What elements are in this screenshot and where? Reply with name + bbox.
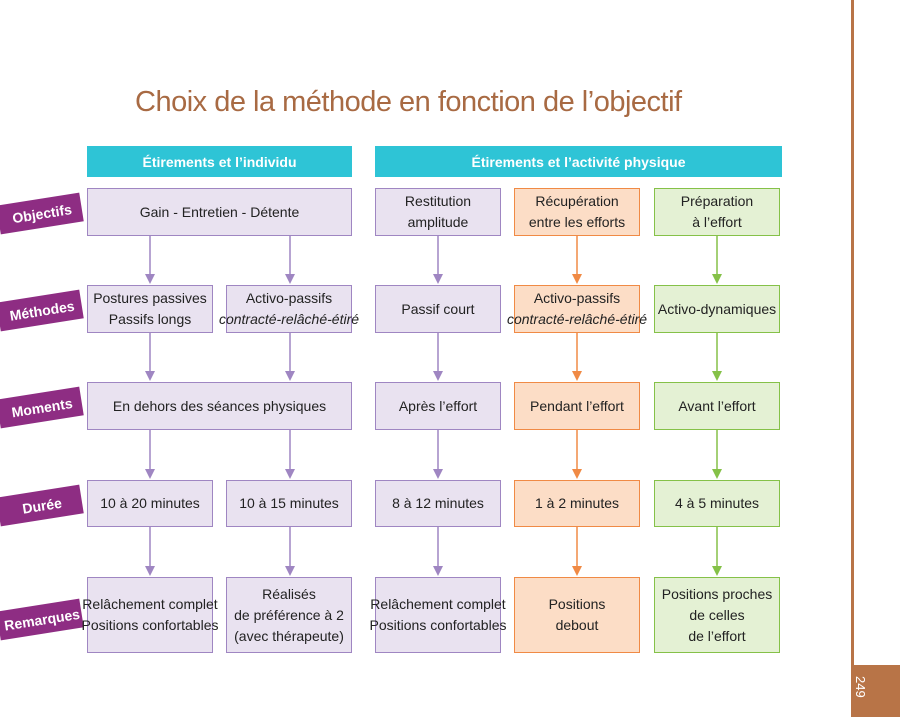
box-duree-4-5: 4 à 5 minutes <box>654 480 780 527</box>
box-remarque-positions-proches: Positions proches de celles de l’effort <box>654 577 780 653</box>
box-line: Pendant l’effort <box>530 397 624 414</box>
box-line: Gain - Entretien - Détente <box>139 203 300 220</box>
box-line: 8 à 12 minutes <box>392 495 484 511</box>
box-avant-effort: Avant l’effort <box>654 382 780 430</box>
box-line: Récupération <box>535 193 619 209</box>
box-duree-1-2: 1 à 2 minutes <box>514 480 640 527</box>
box-postures-passives: Postures passives Passifs longs <box>87 285 213 333</box>
box-en-dehors-des-seances: En dehors des séances physiques <box>87 382 352 430</box>
box-apres-effort: Après l’effort <box>375 382 501 430</box>
box-line: Positions <box>548 596 606 612</box>
box-line: Activo-passifs <box>533 290 621 306</box>
box-line: Activo-passifs <box>245 290 333 306</box>
box-line: Passifs longs <box>108 311 192 327</box>
box-gain-entretien-detente: Gain - Entretien - Détente <box>87 188 352 236</box>
box-line: 1 à 2 minutes <box>534 495 620 511</box>
box-remarque-realises: Réalisés de préférence à 2 (avec thérape… <box>226 577 352 653</box>
box-remarque-relachement-1: Relâchement complet Positions confortabl… <box>82 577 218 653</box>
box-line: 10 à 20 minutes <box>100 495 200 511</box>
box-remarque-positions-debout: Positions debout <box>514 577 640 653</box>
page-number-tab <box>851 665 900 717</box>
box-line: Relâchement complet <box>82 596 218 612</box>
box-line: 4 à 5 minutes <box>674 495 760 511</box>
box-line: Restitution <box>404 193 472 209</box>
box-line-italic: contracté-relâché-étiré <box>506 311 648 327</box>
box-line: Relâchement complet <box>370 596 506 612</box>
box-line: Après l’effort <box>398 397 478 414</box>
box-line: Positions confortables <box>81 617 219 633</box>
box-recuperation: Récupération entre les efforts <box>514 188 640 236</box>
box-activo-passifs-recuperation: Activo-passifs contracté-relâché-étiré <box>507 285 647 333</box>
box-line: debout <box>555 617 599 633</box>
header-individu: Étirements et l’individu <box>87 146 352 177</box>
box-line: Avant l’effort <box>678 397 756 414</box>
box-line: de l’effort <box>688 627 746 644</box>
box-restitution-amplitude: Restitution amplitude <box>375 188 501 236</box>
box-line: Passif court <box>401 300 475 317</box>
box-line: Positions proches <box>661 585 773 602</box>
box-line: amplitude <box>407 214 469 230</box>
box-line: Préparation <box>680 193 754 209</box>
header-activite-physique: Étirements et l’activité physique <box>375 146 782 177</box>
box-line: Réalisés <box>262 585 316 602</box>
box-passif-court: Passif court <box>375 285 501 333</box>
box-line: (avec thérapeute) <box>234 627 344 644</box>
box-pendant-effort: Pendant l’effort <box>514 382 640 430</box>
box-line: Positions confortables <box>369 617 507 633</box>
box-remarque-relachement-2: Relâchement complet Positions confortabl… <box>370 577 506 653</box>
box-activo-passifs-individu: Activo-passifs contracté-relâché-étiré <box>219 285 359 333</box>
box-line: Postures passives <box>93 290 207 306</box>
box-line: de préférence à 2 <box>234 606 344 623</box>
box-duree-8-12: 8 à 12 minutes <box>375 480 501 527</box>
box-activo-dynamiques: Activo-dynamiques <box>654 285 780 333</box>
box-duree-10-15: 10 à 15 minutes <box>226 480 352 527</box>
box-line: de celles <box>689 606 745 623</box>
box-line: 10 à 15 minutes <box>239 495 339 511</box>
box-line: En dehors des séances physiques <box>112 397 327 414</box>
box-preparation: Préparation à l’effort <box>654 188 780 236</box>
box-line: entre les efforts <box>528 214 626 230</box>
page-margin-rule <box>851 0 854 665</box>
box-line: Activo-dynamiques <box>657 300 777 317</box>
box-line-italic: contracté-relâché-étiré <box>218 311 360 327</box>
box-duree-10-20: 10 à 20 minutes <box>87 480 213 527</box>
box-line: à l’effort <box>692 214 742 230</box>
page-title: Choix de la méthode en fonction de l’obj… <box>135 86 682 118</box>
